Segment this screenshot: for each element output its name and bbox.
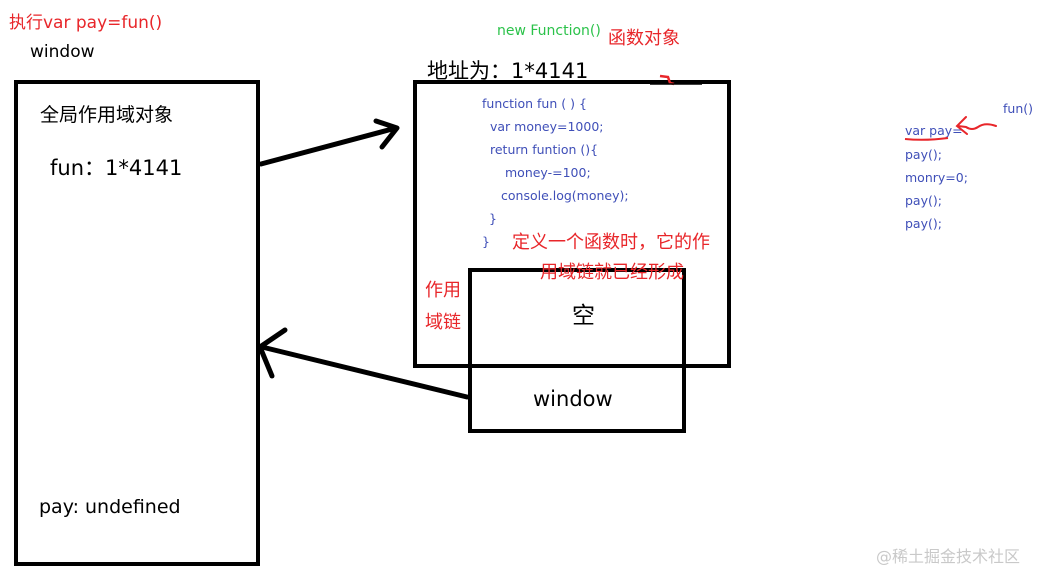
annotation-line-1: 定义一个函数时，它的作 xyxy=(512,232,710,253)
annotation-line-2: 用域链就已经形成 xyxy=(540,262,684,283)
scope-chain-arrow xyxy=(257,327,470,400)
function-object-label: 函数对象 xyxy=(608,28,680,49)
address-label: 地址为：1*4141 xyxy=(427,59,589,83)
global-scope-box: 全局作用域对象 fun：1*4141 pay: undefined xyxy=(14,80,260,566)
code-line: var money=1000; xyxy=(490,119,604,134)
global-fun-entry: fun：1*4141 xyxy=(50,156,183,180)
global-scope-title: 全局作用域对象 xyxy=(40,104,174,126)
scope-chain-divider xyxy=(468,364,686,368)
watermark: @稀土掘金技术社区 xyxy=(876,547,1021,566)
red-scribble xyxy=(659,74,675,86)
fun-call-label: fun() xyxy=(1003,101,1033,116)
right-code-line: pay(); xyxy=(905,216,942,231)
right-code-line: var pay= xyxy=(905,123,963,138)
code-line: } xyxy=(489,211,497,226)
right-code-line: pay(); xyxy=(905,147,942,162)
scope-chain-label-2: 域链 xyxy=(425,312,461,333)
red-underline xyxy=(904,137,949,141)
window-label: window xyxy=(30,42,95,62)
code-line: console.log(money); xyxy=(501,188,629,203)
red-pointer-arrow xyxy=(955,116,997,135)
code-line: function fun ( ) { xyxy=(482,96,587,111)
right-code-line: pay(); xyxy=(905,193,942,208)
scope-chain-empty-cell: 空 xyxy=(572,303,595,329)
scope-chain-label-1: 作用 xyxy=(425,280,461,301)
new-function-label: new Function() xyxy=(497,23,601,39)
right-code-line: monry=0; xyxy=(905,170,968,185)
scope-chain-window-cell: window xyxy=(533,387,613,411)
code-line: return funtion (){ xyxy=(490,142,599,157)
execution-caption: 执行var pay=fun() xyxy=(9,13,163,33)
scope-chain-box xyxy=(468,268,686,433)
reference-arrow xyxy=(258,118,400,167)
code-line: } xyxy=(482,234,490,249)
code-line: money-=100; xyxy=(505,165,591,180)
global-pay-entry: pay: undefined xyxy=(39,496,181,518)
